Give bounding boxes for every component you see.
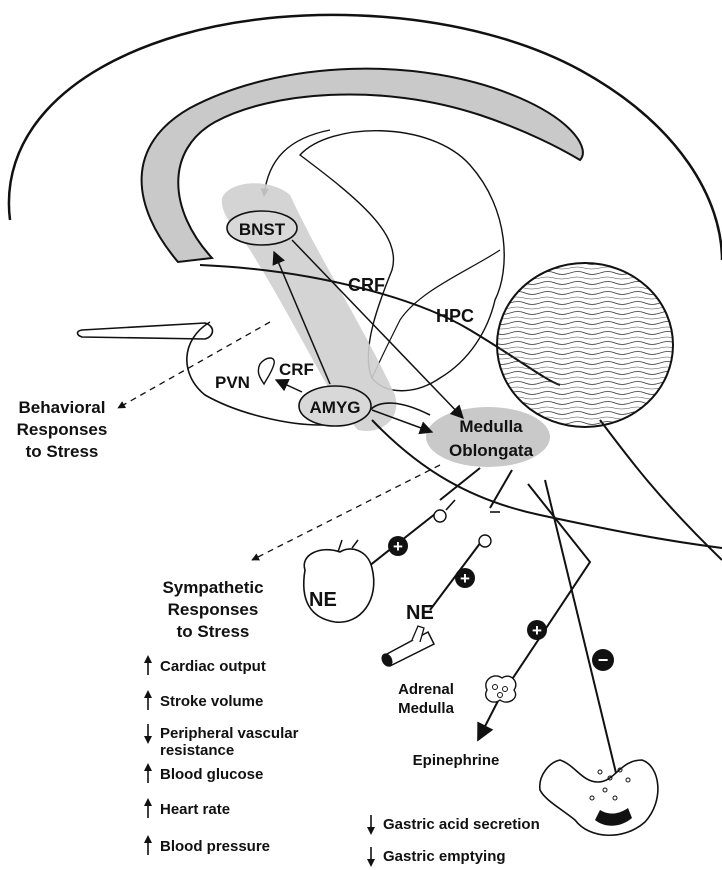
blood-vessel-icon [379, 626, 434, 669]
adrenal-gland-icon [486, 676, 516, 702]
response-item-text: resistance [160, 742, 234, 759]
pathway-to-vessel [430, 470, 512, 610]
label-adrenal-medulla: Medulla [398, 700, 454, 717]
anterior-commissure [78, 323, 213, 339]
ganglion-vessel [479, 535, 491, 547]
svg-text:−: − [598, 650, 609, 670]
pathway-to-adrenal [505, 484, 590, 690]
minus-sign-stomach: − [592, 649, 614, 671]
label-ne-vessel: NE [406, 602, 434, 624]
ganglion-heart [434, 510, 446, 522]
sympathetic-line2: Responses [168, 600, 259, 619]
up-arrow-icon [144, 690, 152, 710]
label-crf-upper: CRF [348, 275, 385, 295]
label-adrenal: Adrenal [398, 681, 454, 698]
gastric-list: Gastric acid secretionGastric emptying [367, 815, 540, 867]
heart-icon [304, 549, 374, 622]
corpus-callosum [142, 69, 583, 262]
label-amyg: AMYG [310, 398, 361, 417]
behavioral-line3: to Stress [26, 442, 99, 461]
up-arrow-icon [144, 835, 152, 855]
arrow-amyg-to-pvn [276, 380, 302, 392]
sympathetic-line3: to Stress [177, 622, 250, 641]
label-oblongata: Oblongata [449, 441, 534, 460]
svg-text:+: + [393, 537, 403, 556]
label-crf-lower: CRF [279, 360, 314, 379]
down-arrow-icon [367, 815, 375, 835]
label-pvn: PVN [215, 373, 250, 392]
sympathetic-list: Cardiac outputStroke volumePeripheral va… [144, 655, 299, 855]
fornix-pathway [264, 130, 330, 196]
behavioral-line1: Behavioral [19, 398, 106, 417]
arrow-epinephrine [478, 697, 500, 740]
pathway-to-stomach [545, 480, 624, 806]
down-arrow-icon [144, 724, 152, 744]
label-bnst: BNST [239, 220, 286, 239]
dashed-arrow-sympathetic [252, 465, 440, 560]
plus-sign-heart: + [388, 536, 408, 556]
response-item-text: Blood glucose [160, 766, 263, 783]
label-medulla: Medulla [459, 417, 523, 436]
response-item-text: Gastric emptying [383, 848, 506, 865]
response-item-text: Stroke volume [160, 693, 263, 710]
response-item-text: Gastric acid secretion [383, 816, 540, 833]
behavioral-line2: Responses [17, 420, 108, 439]
cerebellum [497, 263, 673, 427]
brain-outline [9, 15, 722, 260]
response-item-text: Peripheral vascular [160, 725, 299, 742]
label-ne-heart: NE [309, 589, 337, 611]
response-item-text: Heart rate [160, 801, 230, 818]
label-epinephrine: Epinephrine [413, 752, 500, 769]
response-item-text: Blood pressure [160, 838, 270, 855]
up-arrow-icon [144, 655, 152, 675]
down-arrow-icon [367, 847, 375, 867]
pvn-shape [258, 358, 274, 384]
sympathetic-line1: Sympathetic [162, 578, 263, 597]
label-hpc: HPC [436, 306, 474, 326]
stomach-icon [540, 760, 658, 835]
response-item-text: Cardiac output [160, 658, 266, 675]
plus-sign-adrenal: + [527, 620, 547, 640]
svg-text:+: + [532, 621, 542, 640]
up-arrow-icon [144, 763, 152, 783]
plus-sign-vessel: + [455, 568, 475, 588]
svg-text:+: + [460, 569, 470, 588]
up-arrow-icon [144, 798, 152, 818]
